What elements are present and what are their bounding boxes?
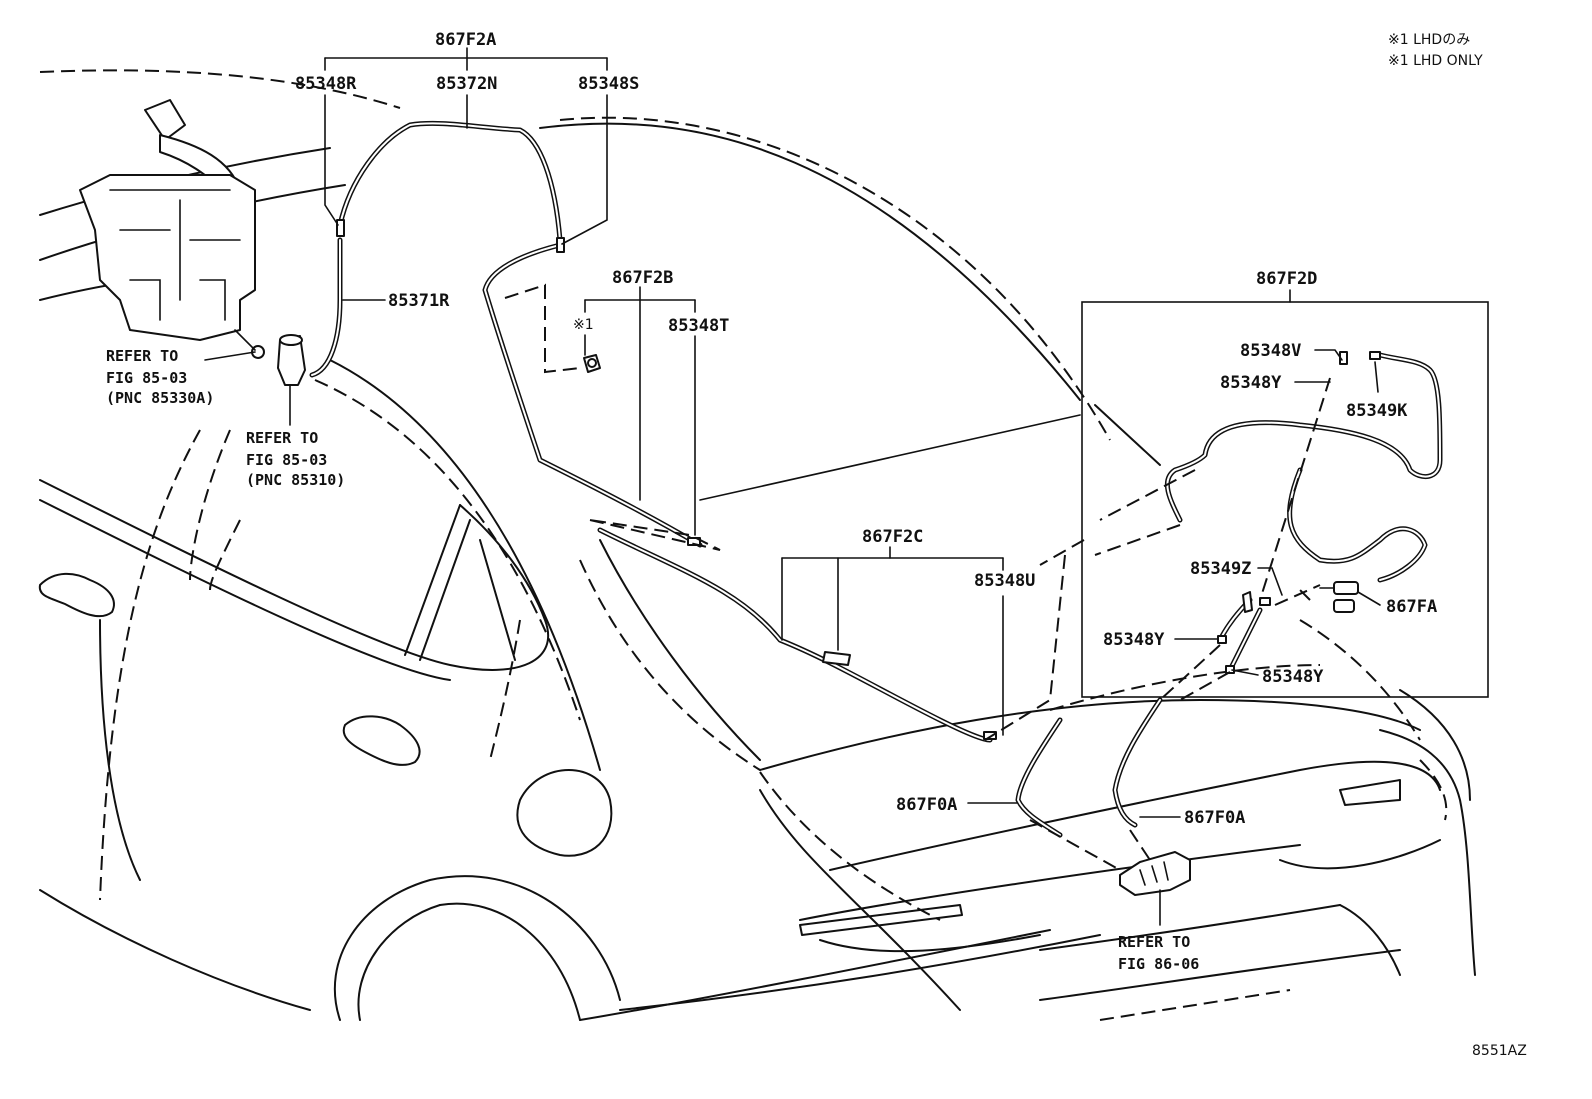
label-85348R: 85348R xyxy=(295,74,357,94)
ref-pump-line1: REFER TO xyxy=(246,429,318,447)
grommet-867F2C xyxy=(822,651,851,666)
car-body-outline xyxy=(38,69,1476,1021)
label-85348Y-a: 85348Y xyxy=(1220,373,1282,393)
ref-pump-line3: (PNC 85310) xyxy=(246,471,345,489)
label-85371R: 85371R xyxy=(388,291,450,311)
hose-867F2B xyxy=(482,242,703,548)
label-867F2B: 867F2B xyxy=(612,268,673,288)
ref-camera-line2: FIG 86-06 xyxy=(1118,955,1199,973)
label-867FA: 867FA xyxy=(1386,597,1437,617)
washer-tank xyxy=(79,99,265,359)
check-valve-867FA xyxy=(1242,581,1359,613)
hose-joints xyxy=(336,219,1381,740)
label-867F2D: 867F2D xyxy=(1256,269,1317,289)
label-85348U: 85348U xyxy=(974,571,1035,591)
label-867F2C: 867F2C xyxy=(862,527,923,547)
label-867F0A-right: 867F0A xyxy=(1184,808,1245,828)
part-labels: 867F2A 85348R 85372N 85348S 85371R 867F2… xyxy=(106,30,1527,1059)
leader-lines xyxy=(204,47,1489,871)
label-85348Y-b: 85348Y xyxy=(1103,630,1165,650)
ref-tank-line2: FIG 85-03 xyxy=(106,369,187,387)
note-lhd-jp: ※1 LHDのみ xyxy=(1388,32,1470,48)
label-85348T: 85348T xyxy=(668,316,729,336)
hose-85371R xyxy=(309,237,343,378)
label-85348Y-c: 85348Y xyxy=(1262,667,1324,687)
ref-pump-line2: FIG 85-03 xyxy=(246,451,327,469)
label-867F2A: 867F2A xyxy=(435,30,496,50)
hose-867F0A-left xyxy=(1015,717,1063,838)
label-867F0A-left: 867F0A xyxy=(896,795,957,815)
label-85348S: 85348S xyxy=(578,74,639,94)
ref-tank-line1: REFER TO xyxy=(106,347,178,365)
label-85348V: 85348V xyxy=(1240,341,1301,361)
hose-85372N xyxy=(337,120,563,243)
label-85349Z: 85349Z xyxy=(1190,559,1251,579)
diagram-id: 8551AZ xyxy=(1472,1043,1527,1059)
note-lhd-en: ※1 LHD ONLY xyxy=(1388,53,1483,69)
hose-867F0A-right xyxy=(1112,697,1163,828)
label-85349K: 85349K xyxy=(1346,401,1408,421)
ref-tank-line3: (PNC 85330A) xyxy=(106,389,214,407)
label-85372N: 85372N xyxy=(436,74,497,94)
hose-867F2C xyxy=(597,527,993,743)
ref-camera-line1: REFER TO xyxy=(1118,933,1190,951)
lhd-clip xyxy=(504,283,601,374)
label-note1: ※1 xyxy=(573,317,594,333)
rear-camera xyxy=(1119,851,1191,926)
washer-pump xyxy=(234,329,306,426)
